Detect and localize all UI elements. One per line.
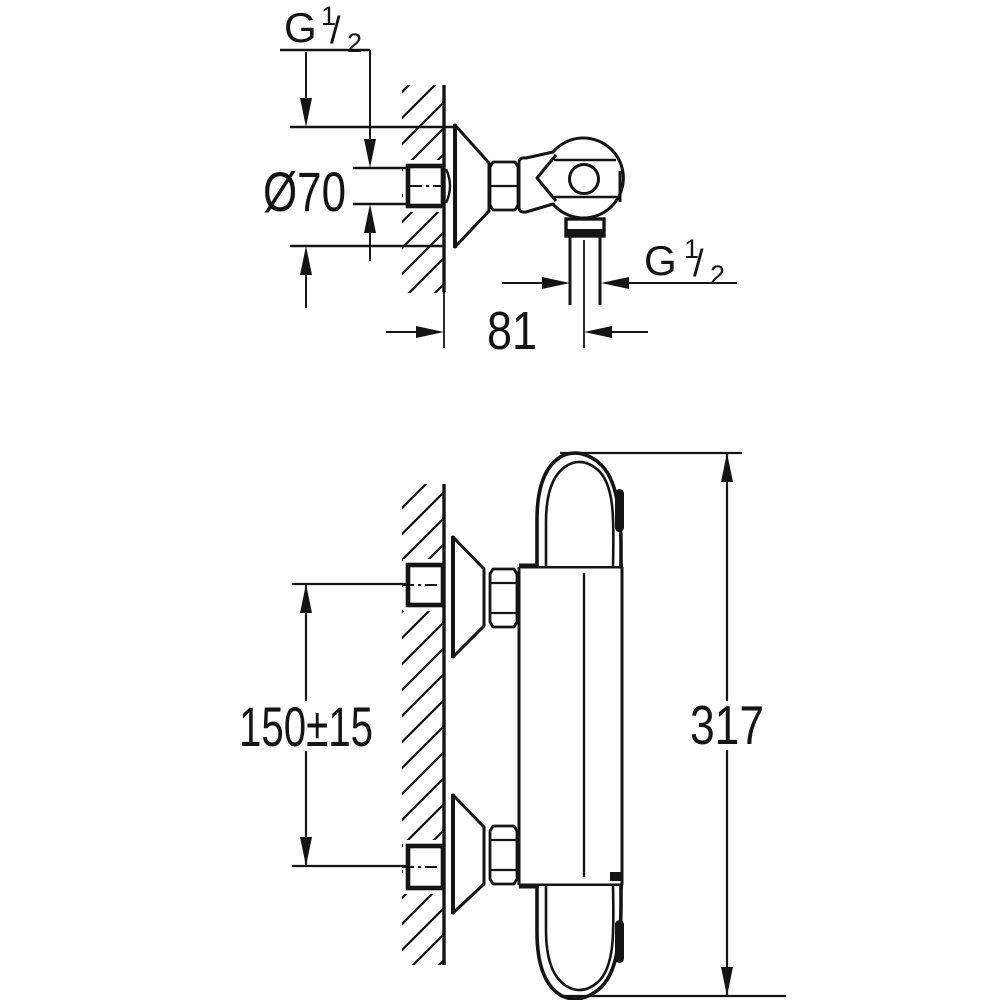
handle-dome-bottom	[535, 886, 623, 1000]
dim-inlet-thread	[280, 48, 376, 261]
handle-grip-bottom	[615, 920, 624, 963]
handle-grip-top	[615, 489, 624, 532]
svg-text:/: /	[330, 10, 341, 52]
svg-text:1: 1	[684, 234, 699, 264]
ball-joint	[444, 168, 452, 204]
dim-overall-height	[560, 451, 786, 998]
escutcheon-cone-lower	[451, 793, 486, 915]
outlet-thread-label: G	[644, 237, 677, 284]
escutcheon-cone-upper	[451, 535, 486, 659]
dim-escutcheon	[290, 125, 453, 308]
dim-outlet-thread	[502, 277, 737, 289]
escutcheon-diameter-label: Ø70	[263, 160, 346, 223]
dim-connection-spacing	[235, 582, 406, 868]
dim-projection-81	[386, 326, 648, 338]
bottom-view	[402, 451, 624, 1000]
connection-spacing-label: 150±15	[239, 695, 373, 758]
svg-text:1: 1	[321, 1, 336, 31]
escutcheon-cone	[453, 123, 491, 249]
overall-height-label: 317	[690, 694, 764, 756]
svg-text:2: 2	[710, 260, 725, 290]
handle-knob	[568, 163, 600, 195]
labels: G 1 / 2 Ø70 G 1 / 2 81 150±15 317	[239, 1, 764, 758]
projection-label: 81	[487, 301, 537, 361]
handle-dome-top	[535, 451, 623, 566]
inlet-thread-label: G	[284, 4, 317, 51]
stop-button	[610, 872, 621, 881]
svg-text:/: /	[693, 243, 704, 285]
top-view	[402, 85, 625, 348]
body-notch	[535, 154, 558, 202]
union-nut-lower	[488, 824, 519, 886]
union-nut-upper	[488, 567, 519, 629]
svg-text:2: 2	[347, 28, 362, 58]
